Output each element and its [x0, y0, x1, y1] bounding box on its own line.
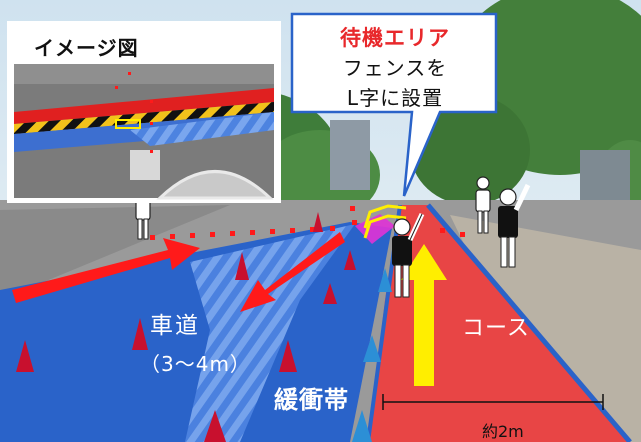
inset-image [7, 21, 281, 203]
traffic-cone-icon [378, 268, 392, 292]
fence-icon [363, 204, 407, 239]
traffic-cone-icon [313, 212, 323, 232]
direction-arrow-icon [12, 238, 200, 303]
course-width-label: 約2m [482, 422, 524, 441]
traffic-cone-icon [323, 283, 337, 304]
traffic-cone-icon [279, 340, 297, 372]
inset-course-band [14, 88, 274, 124]
traffic-cone-icon [132, 318, 148, 350]
callout-bubble [290, 12, 498, 197]
inset-title: イメージ図 [34, 36, 139, 60]
callout-title: 待機エリア [340, 26, 450, 50]
inset-plaza-arc [156, 170, 274, 200]
buffer-zone-hatch [185, 224, 355, 442]
traffic-cone-icon [16, 340, 34, 372]
traffic-cone-icon [352, 410, 372, 442]
road-lane-label: 車道 [150, 313, 200, 339]
inset-fence-band [14, 102, 274, 134]
flag-waving-person-icon [392, 212, 425, 298]
buffer-zone-label: 緩衝帯 [274, 386, 349, 414]
sidewalk-right [450, 215, 641, 442]
traffic-cone-icon [363, 335, 381, 362]
person-icon [475, 176, 491, 234]
traffic-cones-blue [352, 268, 392, 442]
course-width-dimension [382, 394, 604, 410]
course-lane-label: コース [462, 316, 530, 341]
traffic-cone-icon [344, 250, 356, 270]
traffic-cones-red [16, 212, 356, 442]
intersection-left [0, 205, 230, 300]
direction-arrow-icon [240, 232, 345, 312]
traffic-cone-icon [204, 410, 226, 442]
traffic-cone-icon [235, 252, 249, 280]
trees-right [410, 0, 641, 260]
callout-line-2: L字に設置 [346, 86, 444, 110]
crosswalk-dotted-line [150, 206, 465, 240]
flag-waving-person-icon [498, 183, 531, 268]
direction-arrow-icon [401, 244, 447, 386]
road-lane-width: （3〜4m） [140, 352, 251, 376]
callout-line-1: フェンスを [342, 56, 448, 80]
